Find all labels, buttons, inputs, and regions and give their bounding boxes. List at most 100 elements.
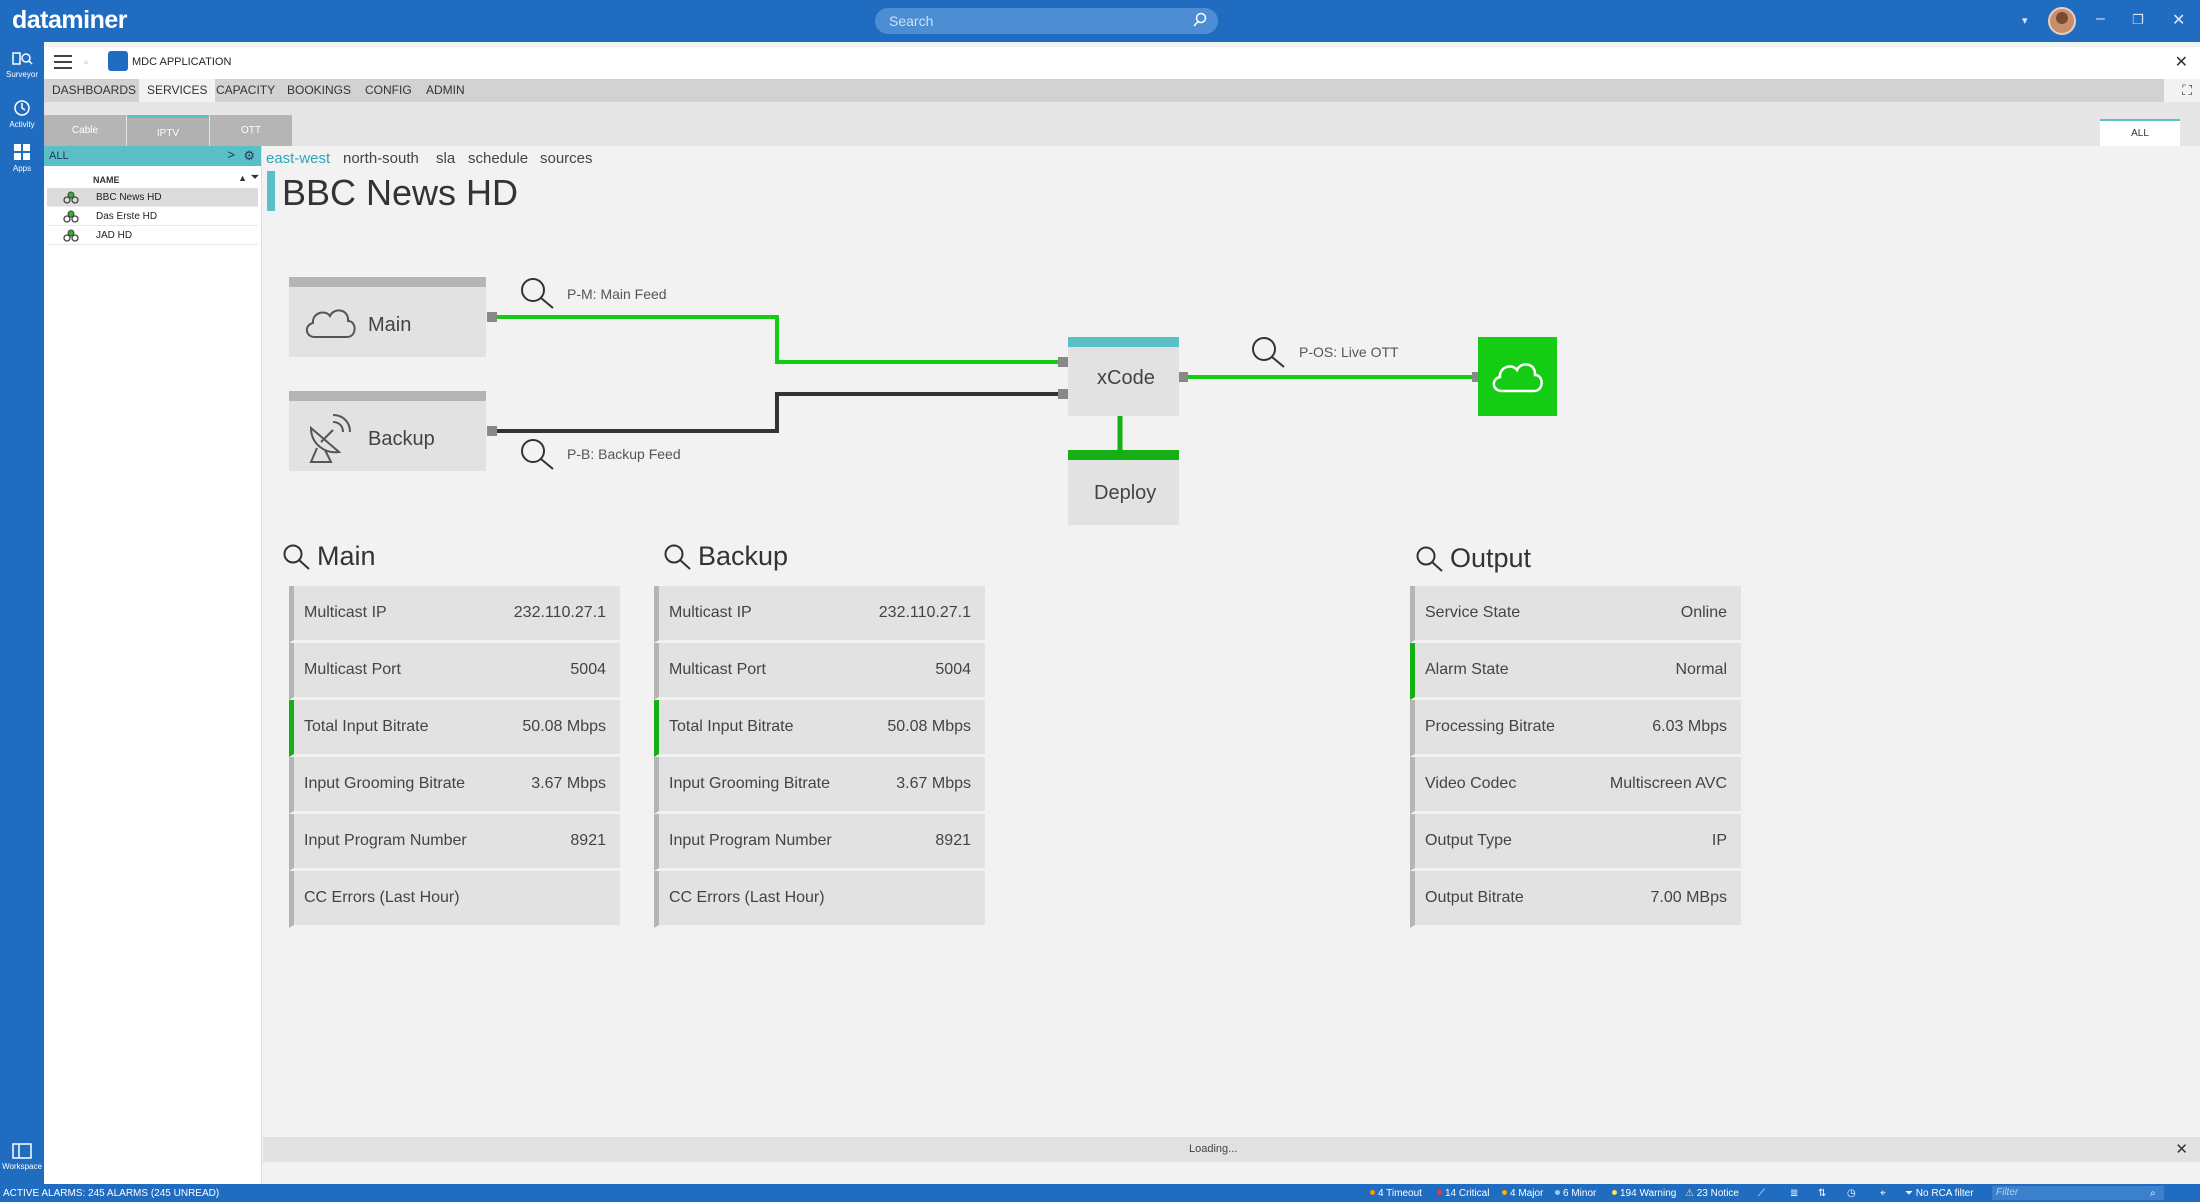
restore-icon[interactable]: ❐ [2132, 12, 2144, 27]
backup-source-node[interactable]: Backup [289, 391, 486, 471]
deploy-node[interactable]: Deploy [1068, 450, 1179, 525]
filter-all-tab[interactable]: ALL [2100, 119, 2180, 146]
output-destination-node[interactable] [1478, 337, 1557, 416]
rail-activity[interactable]: Activity [0, 98, 44, 129]
workspace-icon [12, 1143, 32, 1159]
list-view-icon[interactable]: ≣ [1790, 1188, 1799, 1199]
filter-icon[interactable]: ⏷ [251, 172, 259, 183]
main-node-label: Main [368, 314, 412, 336]
fullscreen-icon[interactable]: ⛶ [2182, 82, 2192, 98]
active-alarms-summary[interactable]: ACTIVE ALARMS: 245 ALARMS (245 UNREAD) [3, 1188, 220, 1199]
rca-filter[interactable]: ⏷ No RCA filter [1905, 1188, 1974, 1199]
timeout-count[interactable]: 4 Timeout [1370, 1188, 1422, 1199]
search-icon[interactable] [519, 276, 559, 312]
param-value: 8921 [570, 832, 606, 849]
camera-icon[interactable]: ⌖ [1880, 1188, 1886, 1199]
rail-apps-label: Apps [12, 164, 32, 173]
search-icon[interactable] [1250, 335, 1290, 371]
tab-bookings[interactable]: BOOKINGS [287, 83, 352, 97]
tab-schedule[interactable]: schedule [468, 150, 529, 167]
menu-icon[interactable] [54, 55, 72, 69]
tab-sla[interactable]: sla [436, 150, 456, 167]
global-search[interactable]: Search [875, 8, 1218, 34]
subtab-iptv[interactable]: IPTV [127, 115, 209, 146]
cloud-icon [1492, 363, 1543, 393]
service-row[interactable]: Das Erste HD [47, 207, 258, 226]
pin-icon[interactable]: ▫ [84, 55, 89, 69]
services-column-header[interactable]: NAME ▲ ⏷ [44, 166, 261, 188]
warning-count[interactable]: 194 Warning [1612, 1188, 1676, 1199]
param-name: Input Program Number [669, 832, 832, 849]
rail-surveyor[interactable]: Surveyor [0, 50, 44, 79]
search-icon[interactable] [663, 543, 693, 571]
table-row: CC Errors (Last Hour) [654, 871, 985, 928]
major-count[interactable]: 4 Major [1502, 1188, 1543, 1199]
search-icon[interactable]: ⌕ [2150, 1188, 2156, 1199]
param-name: Output Type [1425, 832, 1512, 849]
service-row[interactable]: BBC News HD [47, 188, 258, 207]
alarm-filter-input[interactable]: Filter [1992, 1186, 2164, 1200]
search-icon[interactable] [1415, 545, 1445, 573]
rail-activity-label: Activity [9, 120, 35, 129]
tab-east-west[interactable]: east-west [266, 150, 331, 167]
chevron-right-icon[interactable]: > [227, 147, 235, 162]
close-app-icon[interactable]: ✕ [2174, 54, 2188, 71]
gear-icon[interactable]: ⚙ [243, 148, 255, 163]
dropdown-icon[interactable]: ▾ [2022, 15, 2028, 27]
subtab-cable[interactable]: Cable [44, 115, 126, 146]
column-name[interactable]: NAME [93, 175, 120, 185]
param-value: Multiscreen AVC [1609, 775, 1727, 792]
minor-count[interactable]: 6 Minor [1555, 1188, 1596, 1199]
tab-services[interactable]: SERVICES [139, 79, 216, 102]
tab-capacity[interactable]: CAPACITY [216, 83, 276, 97]
tab-admin[interactable]: ADMIN [426, 83, 465, 97]
notice-icon: ⚠ [1685, 1188, 1694, 1199]
notice-count[interactable]: ⚠ 23 Notice [1685, 1188, 1739, 1199]
apps-icon [14, 144, 30, 160]
sort-asc-icon[interactable]: ▲ [238, 173, 247, 183]
top-nav: DASHBOARDS SERVICES CAPACITY BOOKINGS CO… [44, 79, 2164, 102]
tab-sources[interactable]: sources [540, 150, 593, 167]
rail-apps[interactable]: Apps [0, 142, 44, 173]
xcode-node[interactable]: xCode [1068, 337, 1179, 416]
rail-workspace[interactable]: Workspace [0, 1142, 44, 1171]
trend-icon[interactable]: ⟋ [1758, 1188, 1765, 1199]
search-placeholder: Search [889, 13, 934, 29]
close-window-icon[interactable]: ✕ [2172, 12, 2186, 29]
tab-config[interactable]: CONFIG [365, 83, 412, 97]
clock-icon[interactable]: ◷ [1847, 1188, 1856, 1199]
avatar[interactable] [2048, 7, 2076, 35]
service-row[interactable]: JAD HD [47, 226, 258, 245]
sort-icon[interactable]: ⇅ [1818, 1188, 1827, 1199]
rail-workspace-label: Workspace [2, 1162, 42, 1171]
search-icon[interactable] [282, 543, 312, 571]
main-feed-line [492, 315, 1063, 364]
backup-panel-title: Backup [698, 541, 789, 571]
param-value: 7.00 MBps [1650, 889, 1727, 906]
param-value: 5004 [570, 661, 606, 678]
minimize-icon[interactable]: – [2096, 10, 2105, 27]
param-value: 3.67 Mbps [896, 775, 971, 792]
param-value: Online [1680, 604, 1727, 621]
service-name: BBC News HD [96, 192, 162, 203]
service-icon [63, 191, 79, 204]
close-icon[interactable]: ✕ [2175, 1141, 2188, 1158]
brand-logo: dataminer [12, 6, 127, 34]
tab-north-south[interactable]: north-south [343, 150, 419, 167]
param-name: Total Input Bitrate [669, 718, 794, 735]
services-panel: ALL > ⚙ NAME ▲ ⏷ BBC News HD Das Erste H… [44, 146, 262, 1184]
services-filter-label[interactable]: ALL [49, 150, 69, 162]
main-source-node[interactable]: Main [289, 277, 486, 357]
critical-count[interactable]: 14 Critical [1437, 1188, 1489, 1199]
search-icon[interactable] [1192, 12, 1208, 33]
tab-dashboards[interactable]: DASHBOARDS [52, 83, 137, 97]
loading-bar: Loading... ✕ [263, 1137, 2200, 1162]
search-icon[interactable] [519, 437, 559, 473]
subtab-ott[interactable]: OTT [210, 115, 292, 146]
